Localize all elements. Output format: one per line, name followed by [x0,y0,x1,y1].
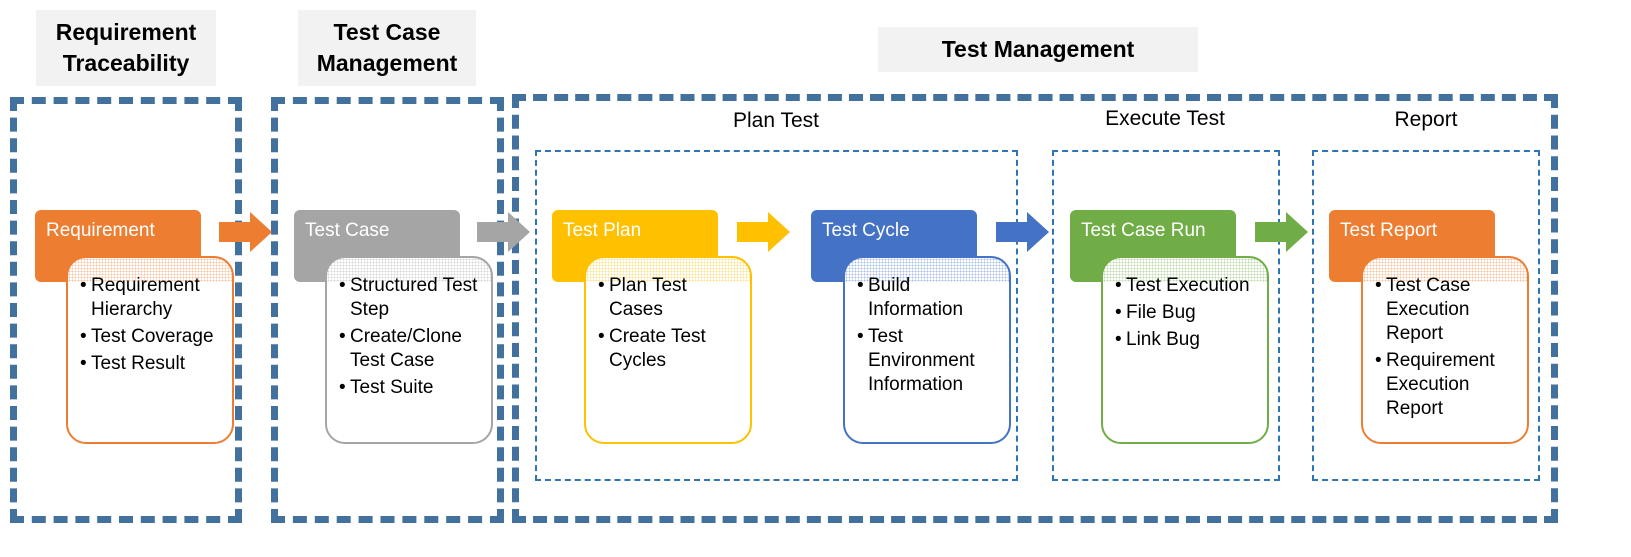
list-item: Create/Clone Test Case [339,325,485,373]
list-item: Test Execution [1115,274,1261,298]
section-title-test-management: Test Management [878,27,1198,72]
plan-test-label: Plan Test [733,109,819,132]
list-item: Requirement Hierarchy [80,274,226,322]
report-group [1312,150,1540,481]
test-report-card-body: Test Case Execution Report Requirement E… [1361,256,1529,444]
test-cycle-card-body: Build Information Test Environment Infor… [843,256,1011,444]
requirement-traceability-container [10,97,242,523]
list-item: Test Case Execution Report [1375,274,1521,346]
list-item: Test Coverage [80,325,226,349]
list-item: Create Test Cycles [598,325,744,373]
test-case-run-card-body: Test Execution File Bug Link Bug [1101,256,1269,444]
arrow-right-icon [477,212,530,252]
arrow-right-icon [1255,212,1308,252]
list-item: File Bug [1115,301,1261,325]
list-item: Structured Test Step [339,274,485,322]
list-item: Link Bug [1115,328,1261,352]
section-title-requirement-traceability: Requirement Traceability [36,10,216,86]
list-item: Test Result [80,352,226,376]
section-title-test-case-management: Test Case Management [298,10,476,86]
requirement-card-body: Requirement Hierarchy Test Coverage Test… [66,256,234,444]
test-case-card-body: Structured Test Step Create/Clone Test C… [325,256,493,444]
list-item: Build Information [857,274,1003,322]
arrow-right-icon [219,212,272,252]
execute-test-label: Execute Test [1105,107,1225,130]
test-case-run-card-header: Test Case Run [1070,210,1236,282]
arrow-right-icon [737,212,790,252]
arrow-right-icon [996,212,1049,252]
list-item: Test Environment Information [857,325,1003,397]
plan-test-group [535,150,1018,481]
test-case-management-container [271,97,504,523]
execute-test-group [1052,150,1280,481]
list-item: Test Suite [339,376,485,400]
test-plan-card-body: Plan Test Cases Create Test Cycles [584,256,752,444]
test-management-container [512,94,1558,523]
list-item: Requirement Execution Report [1375,349,1521,421]
report-label: Report [1394,108,1458,131]
list-item: Plan Test Cases [598,274,744,322]
